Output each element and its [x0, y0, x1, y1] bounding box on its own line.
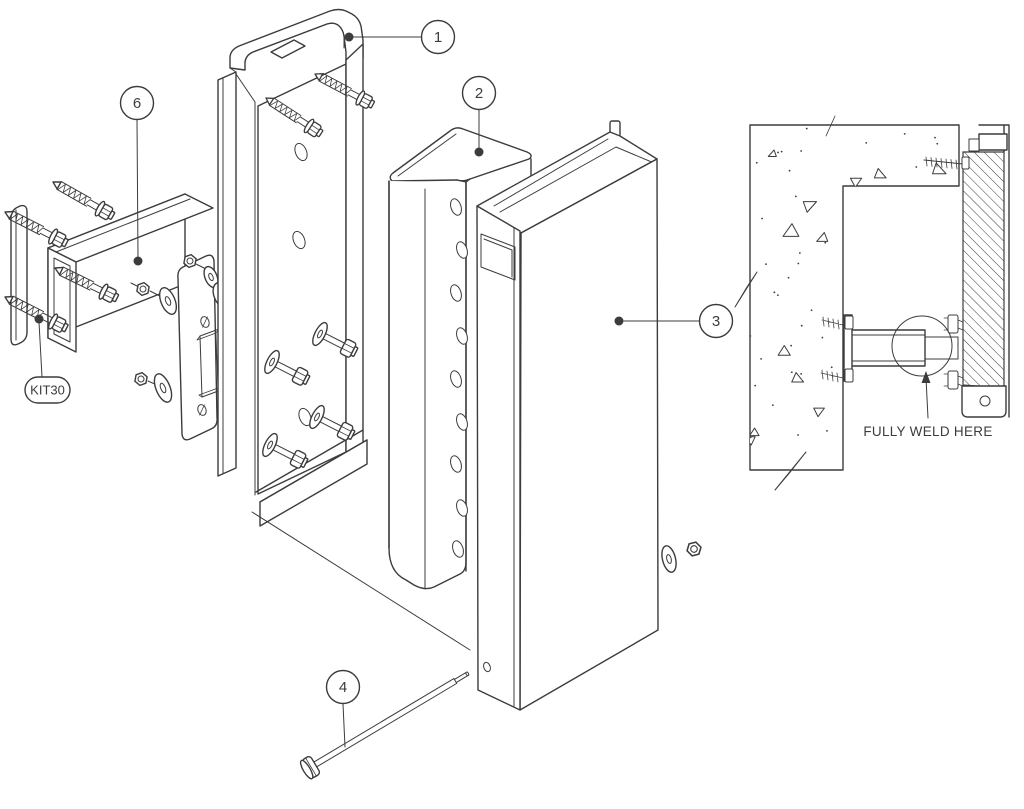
part4-washer-nut — [661, 540, 704, 573]
detail-section-view: FULLY WELD HERE — [734, 115, 1010, 491]
mount-tube-section — [820, 314, 964, 390]
top-plate — [978, 133, 1008, 151]
callout-2-number: 2 — [475, 85, 483, 102]
weld-annotation: FULLY WELD HERE — [863, 371, 992, 439]
welded-member-section — [962, 151, 1005, 389]
kit30-label: KIT30 — [30, 383, 65, 398]
top-anchor-screw — [923, 156, 970, 170]
wall-plate — [10, 204, 28, 346]
concrete-stipple — [750, 127, 947, 446]
part2-holes — [450, 198, 468, 558]
part-2-slotted-tube — [388, 127, 532, 590]
callout-3-number: 3 — [712, 313, 720, 330]
callout-6-number: 6 — [133, 95, 141, 112]
callout-4-number: 4 — [339, 679, 347, 696]
weld-detail-circle — [891, 315, 953, 377]
bolt-hole — [483, 661, 491, 673]
handle-loop — [229, 8, 364, 73]
callout-2: 2 — [461, 75, 497, 157]
kit30-balloon — [24, 376, 71, 404]
part-1-channel-upright — [217, 8, 471, 651]
part-3-outer-channel — [476, 120, 659, 711]
weld-note-text: FULLY WELD HERE — [863, 424, 992, 439]
break-mark-left — [734, 271, 758, 308]
bottom-shelf — [251, 429, 471, 651]
top-tab — [968, 138, 980, 152]
callout-1-number: 1 — [434, 29, 442, 46]
part1-holes — [292, 142, 312, 427]
callout-kit30: KIT30 — [24, 314, 71, 404]
callout-4: 4 — [325, 669, 361, 748]
callout-3: 3 — [614, 303, 734, 339]
break-mark-top — [825, 115, 836, 137]
callout-1: 1 — [344, 19, 456, 55]
concrete-wall — [749, 124, 960, 471]
part-4-long-bolt — [299, 671, 470, 780]
callout-6: 6 — [119, 85, 155, 266]
break-mark-bottom — [774, 451, 807, 491]
leader-dot — [34, 314, 44, 324]
part-6-wall-bracket-assembly — [0, 174, 232, 441]
